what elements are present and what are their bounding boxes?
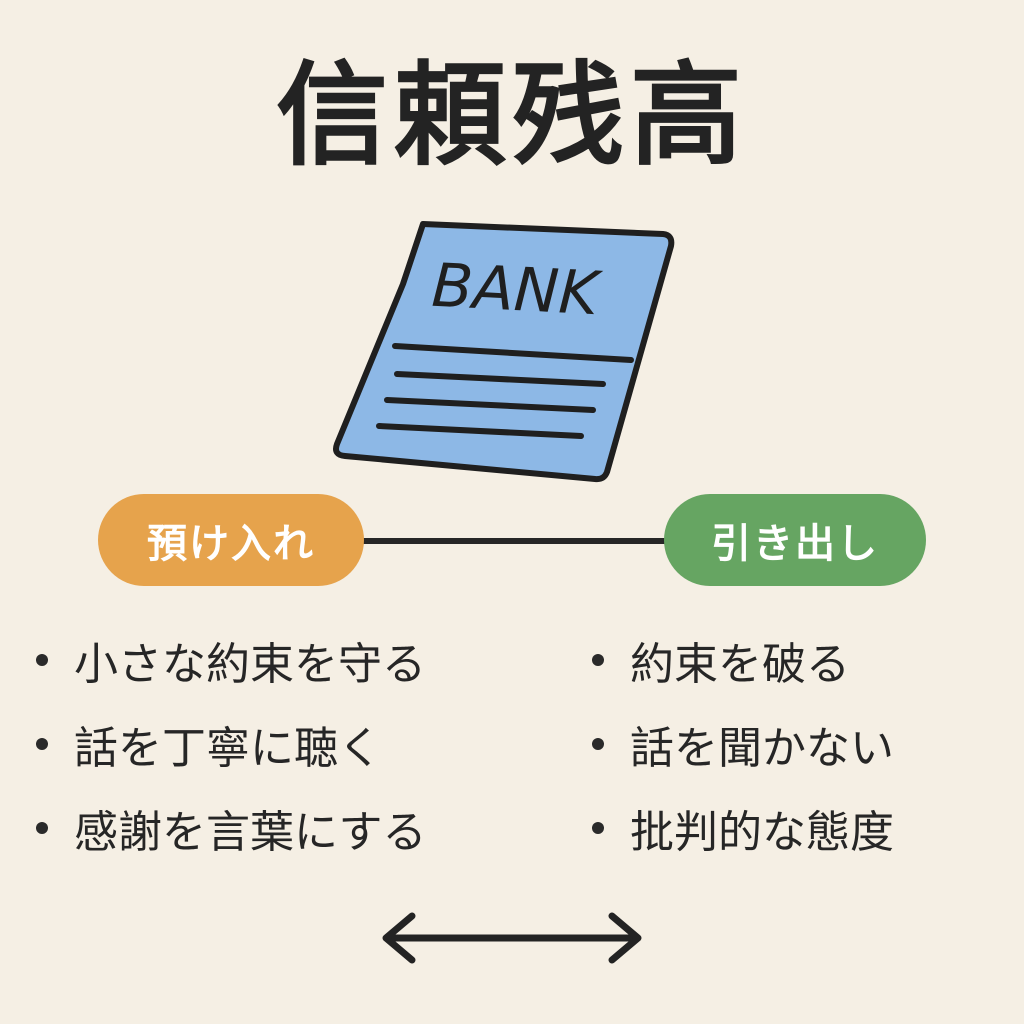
bankbook-line-1	[392, 343, 634, 363]
bankbook-label: BANK	[430, 251, 605, 330]
bullet-icon	[592, 822, 604, 834]
list-item: 小さな約束を守る	[36, 618, 426, 702]
withdrawal-label: 引き出し	[711, 521, 879, 567]
deposit-item-text: 話を丁寧に聴く	[74, 723, 382, 774]
bankbook-line-4	[376, 423, 584, 439]
bullet-icon	[592, 654, 604, 666]
bullet-icon	[36, 654, 48, 666]
deposit-list: 小さな約束を守る 話を丁寧に聴く 感謝を言葉にする	[36, 618, 426, 870]
deposit-label: 預け入れ	[147, 521, 315, 567]
bullet-icon	[36, 738, 48, 750]
bullet-icon	[592, 738, 604, 750]
bankbook-line-2	[394, 371, 606, 387]
list-item: 約束を破る	[592, 618, 894, 702]
page-title: 信頼残高	[276, 51, 748, 181]
deposit-item-text: 小さな約束を守る	[74, 639, 426, 690]
double-arrow-icon	[382, 912, 642, 964]
withdrawal-item-text: 話を聞かない	[630, 723, 894, 774]
withdrawal-badge: 引き出し	[664, 494, 926, 586]
list-item: 批判的な態度	[592, 786, 894, 870]
list-item: 話を聞かない	[592, 702, 894, 786]
withdrawal-item-text: 批判的な態度	[630, 807, 894, 858]
bankbook-line-3	[384, 397, 596, 413]
list-item: 感謝を言葉にする	[36, 786, 426, 870]
connector-line	[350, 538, 680, 544]
deposit-item-text: 感謝を言葉にする	[74, 807, 427, 858]
withdrawal-list: 約束を破る 話を聞かない 批判的な態度	[592, 618, 894, 870]
deposit-badge: 預け入れ	[98, 494, 364, 586]
list-item: 話を丁寧に聴く	[36, 702, 426, 786]
withdrawal-item-text: 約束を破る	[630, 639, 850, 690]
bankbook-icon: BANK	[333, 221, 675, 483]
bullet-icon	[36, 822, 48, 834]
